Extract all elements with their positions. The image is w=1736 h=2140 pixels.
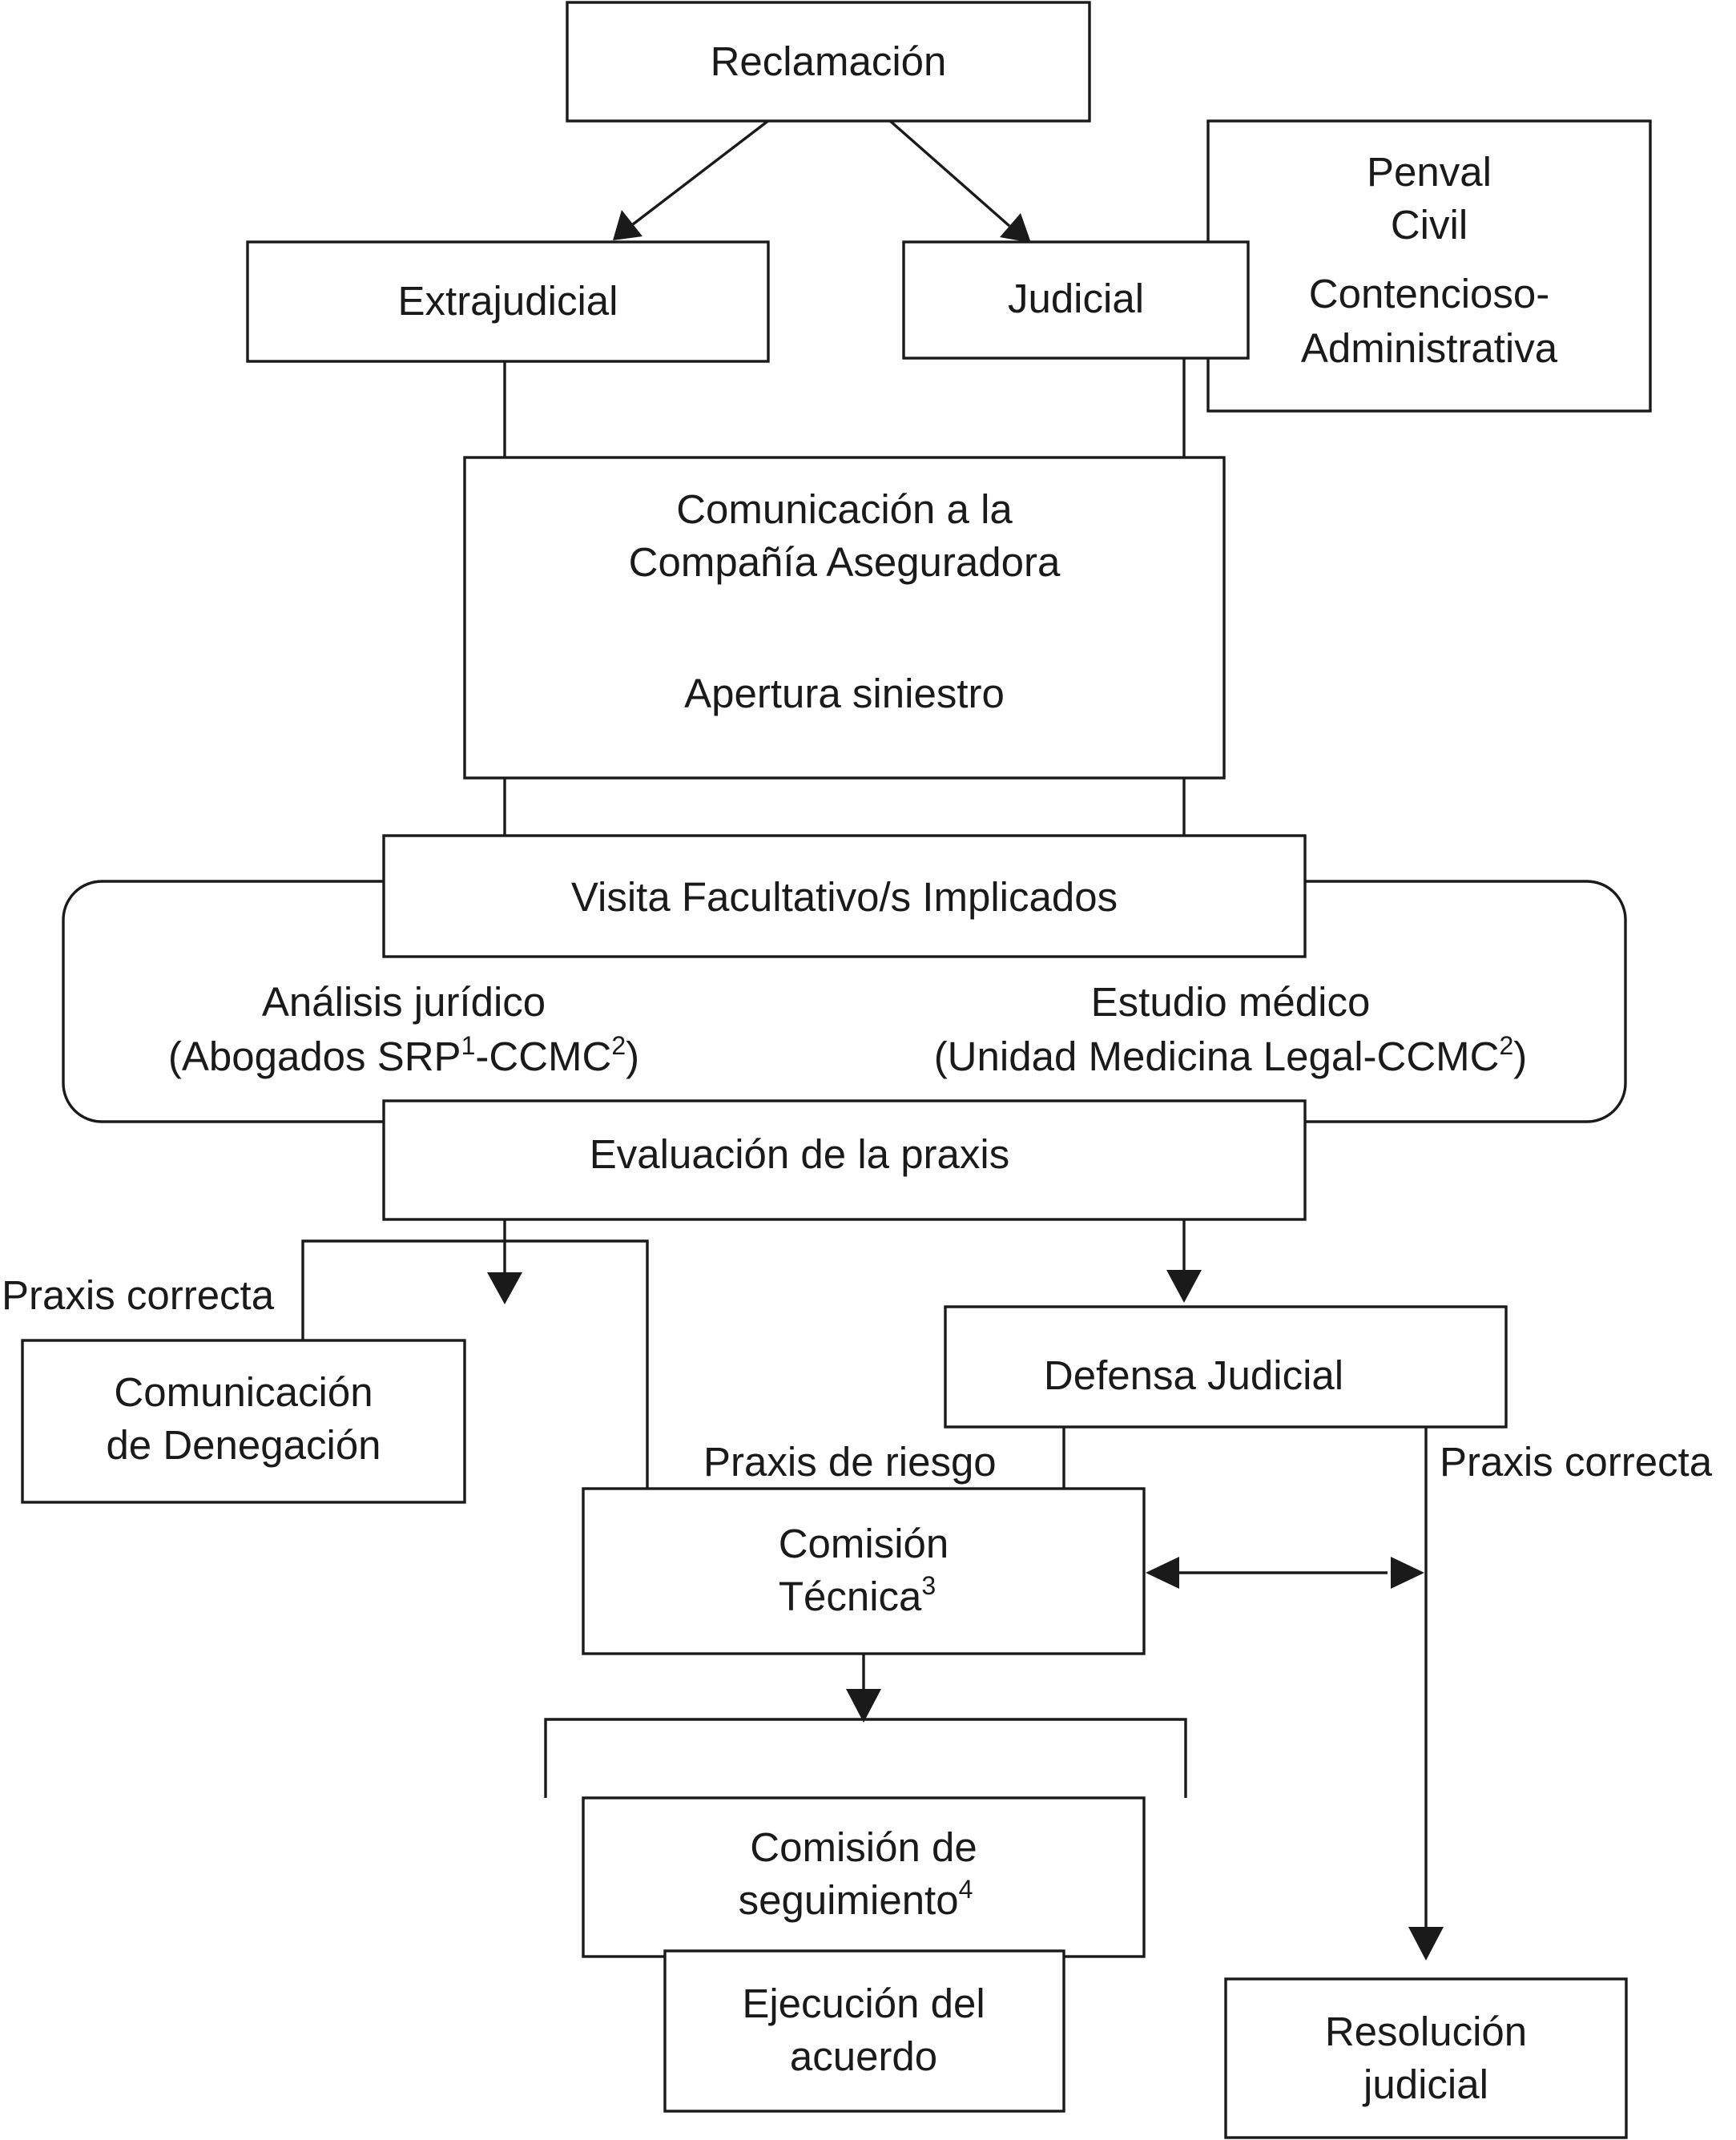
comision-tecnica-line1: Comisión xyxy=(779,1521,949,1566)
visita-box xyxy=(382,834,1307,958)
arrowhead-evaluacion-left xyxy=(487,1272,522,1304)
comunicacion-line2: Compañía Aseguradora xyxy=(629,539,1061,585)
jurisdiccion-contencioso: Contencioso- xyxy=(1309,271,1550,316)
arrowhead-comision-left xyxy=(1146,1557,1179,1589)
arrowhead-defensa xyxy=(1166,1270,1202,1303)
arrowhead-judicial xyxy=(1000,213,1031,243)
comision-tecnica-line2: Técnica3 xyxy=(779,1571,936,1619)
connector-reclamacion-judicial xyxy=(888,119,1011,228)
extrajudicial-label: Extrajudicial xyxy=(398,278,618,324)
comunicacion-line1: Comunicación a la xyxy=(676,486,1013,532)
connectors xyxy=(301,119,1428,1931)
seguimiento-line1: Comisión de xyxy=(750,1824,977,1870)
comision-tecnica-box xyxy=(582,1487,1146,1655)
denegacion-line2: de Denegación xyxy=(106,1422,381,1468)
footnote-1: 1 xyxy=(461,1031,476,1060)
jurisdiccion-administrativa: Administrativa xyxy=(1301,325,1558,371)
arrowhead-extrajudicial xyxy=(613,210,642,240)
praxis-riesgo-label: Praxis de riesgo xyxy=(703,1439,997,1485)
footnote-4: 4 xyxy=(959,1875,973,1904)
ejecucion-line1: Ejecución del xyxy=(742,1981,985,2026)
denegacion-box xyxy=(21,1339,466,1504)
resolucion-line1: Resolución xyxy=(1325,2009,1527,2054)
analysis-texts: Análisis jurídico (Abogados SRP1-CCMC2) … xyxy=(168,979,1527,1079)
acuerdo-frame xyxy=(544,1718,1187,1798)
seguimiento-line2: seguimiento4 xyxy=(739,1875,973,1923)
analisis-juridico-title: Análisis jurídico xyxy=(262,979,546,1025)
arrowhead-comision-right xyxy=(1391,1557,1424,1589)
analisis-juridico-detail: (Abogados SRP1-CCMC2) xyxy=(168,1031,639,1079)
praxis-correcta-right-label: Praxis correcta xyxy=(1440,1439,1713,1485)
evaluacion-box xyxy=(382,1099,1307,1221)
denegacion-line1: Comunicación xyxy=(114,1369,373,1415)
jurisdiccion-penal: Penval xyxy=(1367,149,1492,195)
extrajudicial-box xyxy=(246,240,770,363)
arrowhead-resolucion xyxy=(1408,1927,1444,1961)
estudio-medico-detail: (Unidad Medicina Legal-CCMC2) xyxy=(934,1031,1528,1079)
visita-label: Visita Facultativo/s Implicados xyxy=(571,874,1118,920)
ejecucion-line2: acuerdo xyxy=(790,2033,937,2079)
arrowheads xyxy=(487,210,1444,1961)
estudio-medico-title: Estudio médico xyxy=(1091,979,1371,1025)
reclamacion-box xyxy=(566,1,1091,123)
branch-labels: Praxis correcta Praxis de riesgo Praxis … xyxy=(2,1272,1713,1485)
ejecucion-box xyxy=(663,1949,1065,2113)
resolucion-line2: judicial xyxy=(1362,2061,1488,2107)
jurisdiccion-civil: Civil xyxy=(1391,202,1468,248)
praxis-correcta-left-label: Praxis correcta xyxy=(2,1272,275,1318)
judicial-label: Judicial xyxy=(1008,276,1144,321)
evaluacion-label: Evaluación de la praxis xyxy=(590,1131,1009,1177)
comunicacion-box xyxy=(463,456,1226,780)
footnote-3: 3 xyxy=(921,1571,936,1600)
resolucion-box xyxy=(1224,1977,1628,2139)
connector-praxis-correcta-left xyxy=(301,1239,649,1489)
apertura-siniestro: Apertura siniestro xyxy=(684,671,1005,716)
connector-reclamacion-extrajudicial xyxy=(631,119,771,226)
boxes: Reclamación Extrajudicial Penval Civil C… xyxy=(21,1,1652,2139)
arrowhead-acuerdo xyxy=(846,1689,881,1723)
reclamacion-label: Reclamación xyxy=(711,38,947,84)
footnote-2: 2 xyxy=(611,1031,626,1060)
defensa-judicial-label: Defensa Judicial xyxy=(1044,1352,1343,1398)
judicial-box xyxy=(902,240,1250,360)
footnote-2b: 2 xyxy=(1500,1031,1514,1060)
defensa-judicial-box xyxy=(944,1305,1508,1429)
